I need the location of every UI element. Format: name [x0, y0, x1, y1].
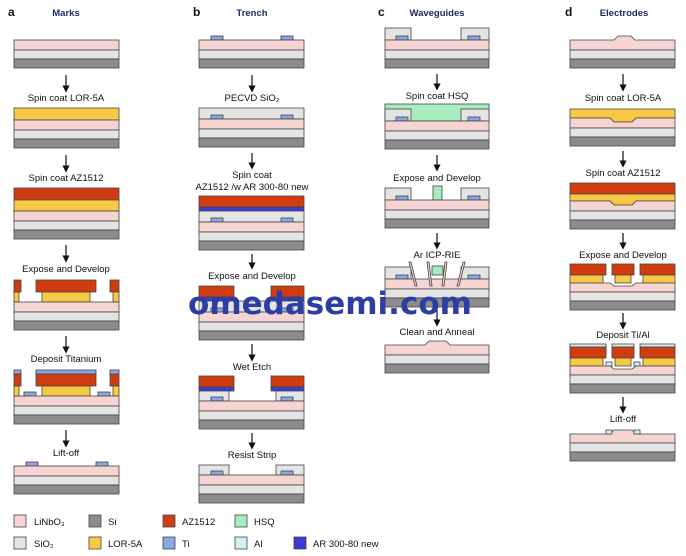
panel-d-stack-4 [569, 263, 676, 311]
legend-label-si: Si [108, 517, 116, 528]
panel-a-stack-5 [13, 369, 120, 425]
panel-d-stack-6 [569, 429, 676, 462]
panel-c-title: Waveguides [409, 8, 464, 19]
legend-label-hsq: HSQ [254, 517, 275, 528]
panel-c-step-4: Clean and Anneal [399, 327, 474, 338]
panel-d-stack-3 [569, 182, 676, 230]
panel-b-stack-3 [198, 195, 305, 251]
panel-c-letter: c [378, 5, 385, 19]
panel-d-step-5: Lift-off [610, 414, 637, 425]
legend-swatch-hsq [234, 514, 248, 528]
panel-d-step-2: Spin coat AZ1512 [586, 168, 661, 179]
panel-d-stack-2 [569, 108, 676, 147]
legend-swatch-az1512 [162, 514, 176, 528]
legend-swatch-si [88, 514, 102, 528]
panel-a-step-3: Expose and Develop [22, 264, 110, 275]
panel-b-stack-6 [198, 464, 305, 504]
panel-b-letter: b [193, 5, 200, 19]
panel-b-step-3: Expose and Develop [208, 271, 296, 282]
hsq-mask [431, 265, 444, 276]
panel-c-step-1: Spin coat HSQ [406, 91, 469, 102]
panel-c-stack-5 [384, 340, 490, 374]
panel-a-step-1: Spin coat LOR-5A [28, 93, 105, 104]
legend-swatch-ti [162, 536, 176, 550]
legend: LiNbO₃ Si AZ1512 HSQ SiO₂ LOR-5A Ti Al A… [13, 514, 379, 550]
panel-b-step-1: PECVD SiO₂ [225, 93, 280, 104]
etch-sidewall-left [408, 261, 418, 287]
panel-c-stack-3 [384, 185, 490, 229]
panel-d-stack-5 [569, 343, 676, 394]
panel-d-step-3: Expose and Develop [579, 250, 667, 261]
legend-swatch-sio2 [13, 536, 27, 550]
panel-a-letter: a [8, 5, 15, 19]
panel-b-title: Trench [236, 8, 267, 19]
panel-b-step-5: Resist Strip [228, 450, 277, 461]
panel-c-stack-4 [384, 266, 490, 308]
panel-a-stack-3 [13, 187, 120, 240]
panel-b-step-2-detail: AZ1512 /w AR 300-80 new [195, 182, 308, 193]
legend-swatch-lor5a [88, 536, 102, 550]
legend-swatch-al [234, 536, 248, 550]
panel-b-stack-2 [198, 107, 305, 148]
panel-d-step-4: Deposit Ti/Al [596, 330, 649, 341]
watermark-text: omedasemi.com [188, 286, 472, 322]
panel-b-step-4: Wet Etch [233, 362, 271, 373]
legend-swatch-linbo3 [13, 514, 27, 528]
panel-d-letter: d [565, 5, 572, 19]
panel-a-stack-1 [13, 39, 120, 69]
panel-a-stack-2 [13, 107, 120, 149]
panel-d-title: Electrodes [600, 8, 649, 19]
panel-a-step-4: Deposit Titanium [31, 354, 102, 365]
legend-label-az1512: AZ1512 [182, 517, 215, 528]
panel-b-step-2: Spin coat [232, 170, 272, 181]
panel-b-stack-1 [198, 35, 305, 69]
panel-d-stack-1 [569, 35, 676, 69]
legend-label-sio2: SiO₂ [34, 539, 54, 550]
panel-d-step-1: Spin coat LOR-5A [585, 93, 662, 104]
legend-swatch-ar30080 [293, 536, 307, 550]
legend-label-linbo3: LiNbO₃ [34, 517, 65, 528]
legend-label-lor5a: LOR-5A [108, 539, 143, 550]
legend-label-al: Al [254, 539, 262, 550]
panel-c-step-3: Ar ICP-RIE [414, 250, 461, 261]
panel-a-title: Marks [52, 8, 79, 19]
panel-c-step-2: Expose and Develop [393, 173, 481, 184]
panel-b-stack-4 [198, 285, 305, 341]
panel-c-stack-2 [384, 103, 490, 150]
panel-a-step-5: Lift-off [53, 448, 80, 459]
panel-c-stack-1 [384, 27, 490, 69]
panel-a-stack-4 [13, 279, 120, 331]
panel-b-stack-5 [198, 375, 305, 430]
panel-a-stack-6 [13, 461, 120, 495]
legend-label-ti: Ti [182, 539, 190, 550]
etch-sidewall-inner-right [441, 261, 448, 287]
etch-sidewall-inner-left [426, 261, 433, 287]
panel-a-step-2: Spin coat AZ1512 [29, 173, 104, 184]
legend-label-ar30080: AR 300-80 new [313, 539, 379, 550]
etch-sidewall-right [456, 261, 466, 287]
